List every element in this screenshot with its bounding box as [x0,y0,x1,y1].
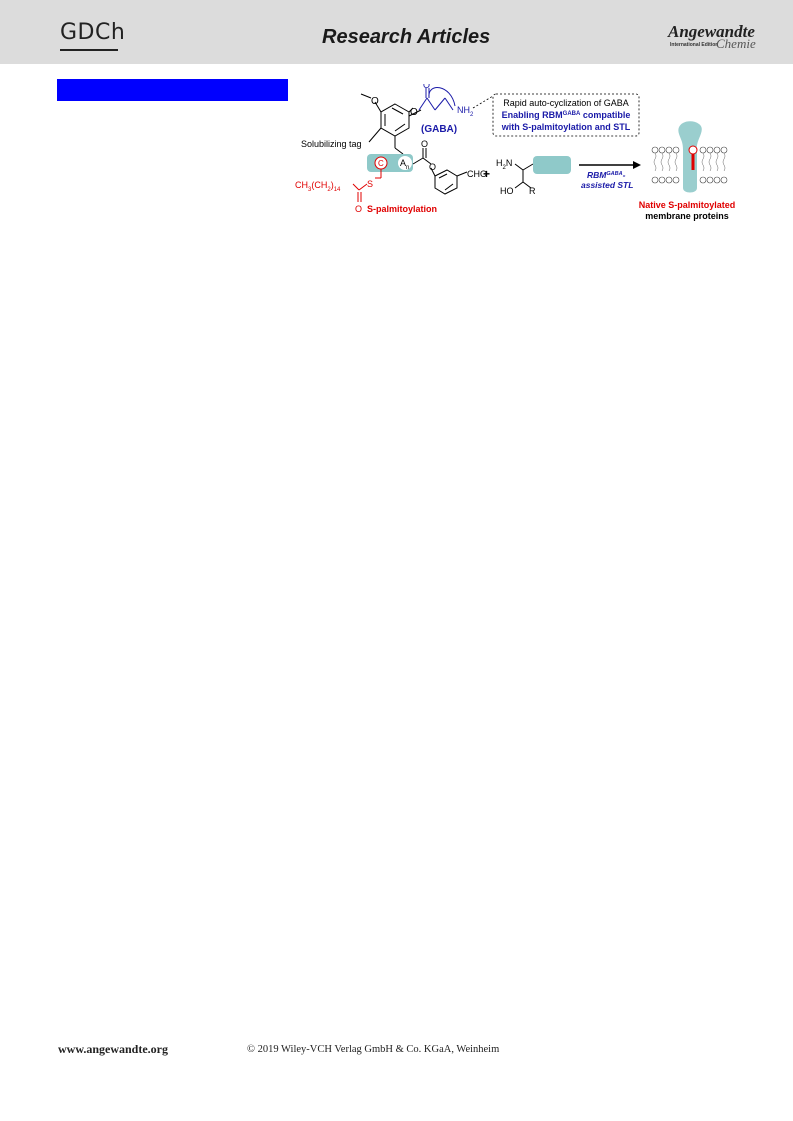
c-terminal-peptide [533,156,571,174]
gdch-logo: GDCh [60,20,126,45]
ho-label: HO [500,186,514,196]
journal-brand: Angewandte [668,22,755,41]
highlight-bar [57,79,288,101]
gaba-chain [418,87,456,111]
solubilizing-tag-label: Solubilizing tag [301,139,362,149]
footer-copyright: © 2019 Wiley-VCH Verlag GmbH & Co. KGaA,… [247,1044,500,1055]
result-line-1: Native S-palmitoylated [639,200,735,210]
journal-brand-chemie: Chemie [716,36,756,51]
gaba-label: (GABA) [421,124,457,135]
callout-leader [472,95,494,109]
toc-graphic: O O O NH2 (GABA) Rapid auto-cyclization … [295,84,735,221]
membrane-illustration [651,121,728,193]
membrane-cys [688,145,698,155]
ser-fragment [514,163,534,189]
ester-link-o: O [429,162,436,172]
s-palmitoylation-label: S-palmitoylation [367,204,437,214]
page-header: GDCh Research Articles Angewandte Intern… [0,0,793,64]
section-title: Research Articles [322,26,491,48]
aryl-ring [360,93,422,162]
callout-line-2: Enabling RBMGABA compatible [502,110,631,120]
ester-carbonyl-o: O [421,139,428,149]
an-label: An [400,158,409,171]
cho-label: CHO [467,169,487,179]
result-line-2: membrane proteins [645,211,729,221]
arrow-label-line-2: assisted STL [581,180,633,190]
reaction-arrow-head [633,161,641,169]
ester-o: O [410,107,418,118]
cys-label: C [378,159,384,168]
sulfur-atom: S [367,179,373,189]
h2n-label: H2N [496,158,512,171]
r-group-label: R [529,186,536,196]
callout-line-3: with S-palmitoylation and STL [501,122,631,132]
membrane-protein [678,121,702,193]
gaba-carbonyl-o: O [423,84,430,90]
plus-sign: + [483,167,490,181]
palmitoyl-o: O [355,204,362,214]
an-residue [398,156,412,170]
footer-url[interactable]: www.angewandte.org [58,1042,168,1056]
journal-brand-edition: International Edition [670,42,719,48]
gdch-logo-rule [60,49,118,51]
callout-line-1: Rapid auto-cyclization of GABA [503,98,629,108]
callout-box [492,93,640,137]
arrow-label-line-1: RBMGABA- [587,170,626,180]
salicylaldehyde-ester [412,148,468,195]
palmitoyl-formula: CH3(CH2)14 [295,180,341,193]
palmitoyl-chain [352,169,382,202]
gaba-nh2: NH2 [457,105,474,118]
methoxy-o: O [371,96,379,107]
